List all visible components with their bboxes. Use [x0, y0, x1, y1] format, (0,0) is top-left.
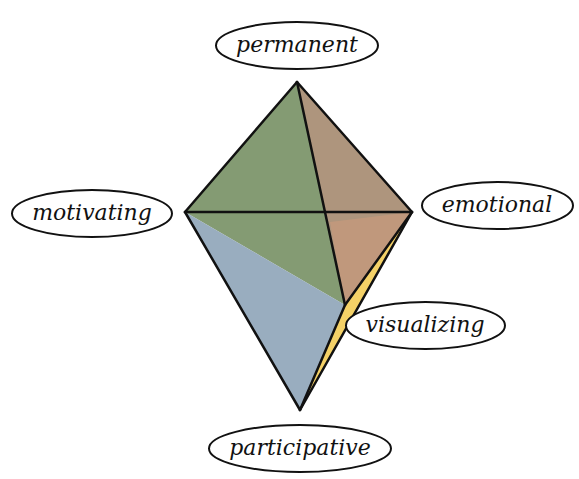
sketch-line [297, 82, 412, 212]
vertex-label: motivating [32, 200, 152, 226]
ellipse-line [216, 22, 378, 69]
vertex-label: visualizing [366, 312, 485, 338]
sketch-line [300, 305, 345, 410]
vertex-label: permanent [236, 32, 358, 58]
sketch-line [185, 82, 297, 212]
label-ellipse: participative [207, 423, 393, 474]
vertex-label: participative [229, 435, 370, 461]
faces [185, 82, 412, 410]
sketch-line [297, 82, 345, 305]
sketch-line [185, 211, 412, 214]
ellipse-line [12, 190, 172, 237]
blue-face [185, 212, 345, 410]
label-ellipse: permanent [214, 20, 380, 71]
vertex-label: emotional [442, 192, 553, 218]
sketch-line [185, 212, 300, 410]
sketch-line [345, 212, 412, 305]
brown-face [297, 82, 412, 305]
ellipse-line [209, 425, 391, 472]
label-ellipse: motivating [10, 188, 174, 239]
ellipse-line [422, 182, 573, 229]
ellipse-line [346, 302, 505, 349]
label-ellipse: emotional [420, 180, 575, 231]
label-ellipse: visualizing [344, 300, 507, 351]
edges-of-solid [185, 82, 412, 410]
